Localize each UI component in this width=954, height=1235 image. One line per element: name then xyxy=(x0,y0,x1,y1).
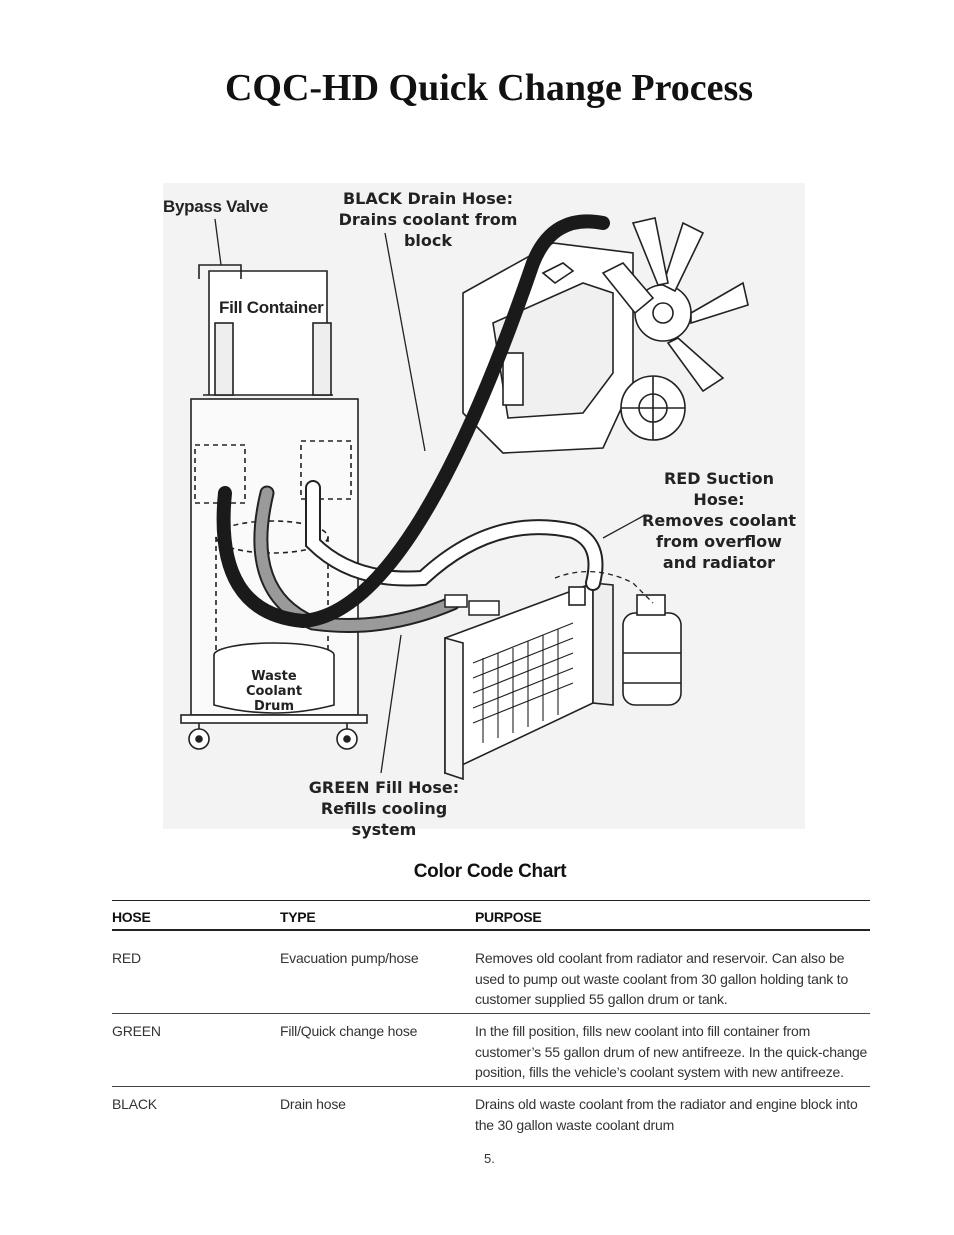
table-top-rule xyxy=(112,900,870,901)
page-title: CQC-HD Quick Change Process xyxy=(224,67,754,109)
engine-block xyxy=(462,217,749,454)
waste-drum-label: Waste Coolant Drum xyxy=(245,669,303,714)
header-type: TYPE xyxy=(280,909,316,925)
header-hose: HOSE xyxy=(112,909,151,925)
radiator xyxy=(444,581,614,781)
row-purpose: Drains old waste coolant from the radiat… xyxy=(475,1096,858,1133)
row-hose: BLACK xyxy=(112,1096,157,1112)
row-type: Fill/Quick change hose xyxy=(280,1023,418,1039)
red-hose-label: RED Suction Hose: Removes coolant from o… xyxy=(642,469,796,572)
row-divider xyxy=(112,1013,870,1014)
illustration-drawing xyxy=(180,214,749,781)
black-hose-label: BLACK Drain Hose: Drains coolant from bl… xyxy=(338,189,518,250)
row-purpose: Removes old coolant from radiator and re… xyxy=(475,950,849,1007)
overflow-reservoir xyxy=(622,594,682,706)
row-divider xyxy=(112,1086,870,1087)
row-type: Evacuation pump/hose xyxy=(280,950,419,966)
page-number: 5. xyxy=(484,1151,495,1166)
table-header-rule xyxy=(112,929,870,931)
red-hose xyxy=(307,482,602,589)
black-hose xyxy=(216,214,610,629)
chart-title: Color Code Chart xyxy=(413,861,567,882)
row-type: Drain hose xyxy=(280,1096,346,1112)
green-hose-label: GREEN Fill Hose: Refills cooling system xyxy=(308,778,460,839)
bypass-valve-label: Bypass Valve xyxy=(163,197,269,216)
row-hose: RED xyxy=(112,950,141,966)
fill-container-label: Fill Container xyxy=(219,298,324,317)
row-purpose: In the fill position, fills new coolant … xyxy=(475,1023,868,1080)
row-hose: GREEN xyxy=(112,1023,161,1039)
header-purpose: PURPOSE xyxy=(475,909,542,925)
coolant-system-illustration xyxy=(163,183,805,829)
bypass-valve-pipe xyxy=(198,264,242,279)
